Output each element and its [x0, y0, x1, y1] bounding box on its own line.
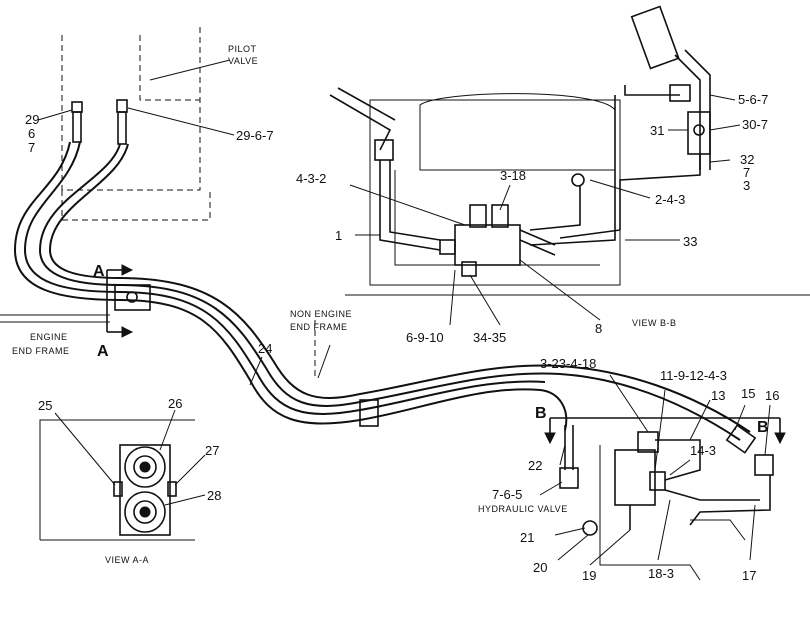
- callout-4-3-2: 4-3-2: [296, 171, 326, 186]
- callout-15: 15: [741, 386, 755, 401]
- callout-32: 32: [740, 152, 754, 167]
- pilot-hoses: [13, 99, 751, 441]
- callout-25: 25: [38, 398, 52, 413]
- callout-21: 21: [520, 530, 534, 545]
- section-b-arrows: [544, 417, 786, 445]
- callout-6: 6: [28, 126, 35, 141]
- callouts: 29 6 7 29-6-7 5-6-7 31 30-7 32 7 3 4-3-2…: [25, 92, 779, 583]
- hydraulic-valve-label: HYDRAULIC VALVE: [478, 504, 568, 514]
- section-b-left: B: [535, 405, 547, 422]
- callout-26: 26: [168, 396, 182, 411]
- callout-6-9-10: 6-9-10: [406, 330, 444, 345]
- callout-24: 24: [258, 341, 272, 356]
- text-labels: PILOT VALVE ENGINE END FRAME NON ENGINE …: [12, 44, 769, 565]
- pilot-valve-label-line1: PILOT: [228, 44, 257, 54]
- frame-lines: [0, 314, 331, 380]
- pilot-valve-label-line2: VALVE: [228, 56, 258, 66]
- callout-14-3: 14-3: [690, 443, 716, 458]
- callout-30-7: 30-7: [742, 117, 768, 132]
- callout-29-6-7: 29-6-7: [236, 128, 274, 143]
- callout-5-6-7: 5-6-7: [738, 92, 768, 107]
- callout-31: 31: [650, 123, 664, 138]
- view-bb-detail: [329, 5, 810, 326]
- view-aa-label: VIEW A-A: [105, 555, 149, 565]
- callout-19: 19: [582, 568, 596, 583]
- view-bb-label: VIEW B-B: [632, 318, 677, 328]
- callout-1: 1: [335, 228, 342, 243]
- callout-3-23-4-18: 3-23-4-18: [540, 356, 596, 371]
- callout-18-3: 18-3: [648, 566, 674, 581]
- callout-20: 20: [533, 560, 547, 575]
- engine-end-frame-line2: END FRAME: [12, 346, 70, 356]
- callout-29: 29: [25, 112, 39, 127]
- callout-27: 27: [205, 443, 219, 458]
- callout-16: 16: [765, 388, 779, 403]
- callout-22: 22: [528, 458, 542, 473]
- callout-28: 28: [207, 488, 221, 503]
- view-aa-detail: [39, 409, 206, 541]
- callout-7: 7: [28, 140, 35, 155]
- callout-3b: 3: [743, 178, 750, 193]
- non-engine-end-frame-line2: END FRAME: [290, 322, 348, 332]
- section-a-arrows: [106, 264, 134, 338]
- callout-33: 33: [683, 234, 697, 249]
- hydraulic-valve-assembly: [539, 374, 774, 581]
- callout-13: 13: [711, 388, 725, 403]
- pilot-valve-frame: [61, 25, 231, 221]
- callout-3-18: 3-18: [500, 168, 526, 183]
- callout-2-4-3: 2-4-3: [655, 192, 685, 207]
- section-a-bottom: A: [97, 343, 109, 360]
- callout-17: 17: [742, 568, 756, 583]
- callout-7b: 7: [743, 165, 750, 180]
- engine-end-frame-line1: ENGINE: [30, 332, 68, 342]
- callout-8: 8: [595, 321, 602, 336]
- section-b-right: B: [757, 419, 769, 436]
- callout-7-6-5: 7-6-5: [492, 487, 522, 502]
- non-engine-end-frame-line1: NON ENGINE: [290, 309, 352, 319]
- callout-11-9-12-4-3: 11-9-12-4-3: [660, 368, 727, 383]
- section-a-top: A: [93, 263, 105, 280]
- callout-34-35: 34-35: [473, 330, 506, 345]
